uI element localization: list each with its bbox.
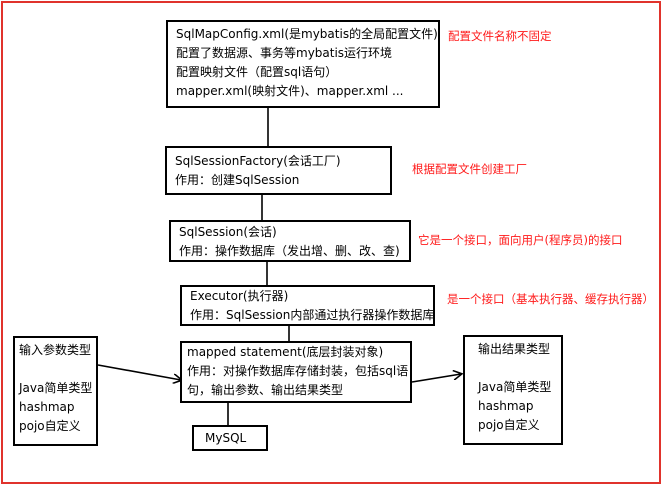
sqlmapconfig-box: SqlMapConfig.xml(是mybatis的全局配置文件) 配置了数据源… (166, 20, 440, 108)
factory-desc: 作用：创建SqlSession (175, 173, 300, 187)
output-type-hashmap: hashmap (478, 399, 534, 413)
executor-title: Executor(执行器) (190, 289, 289, 303)
mysql-box: MySQL (192, 425, 268, 451)
mapped-desc-1: 作用：对操作数据库存储封装，包括sql语 (187, 364, 409, 378)
outer-frame (1, 1, 661, 484)
mapped-title: mapped statement(底层封装对象) (187, 345, 384, 359)
session-desc: 作用：操作数据库（发出增、删、改、查) (179, 244, 400, 258)
note-factory: 根据配置文件创建工厂 (412, 162, 527, 176)
factory-title: SqlSessionFactory(会话工厂) (175, 154, 341, 168)
input-title: 输入参数类型 (19, 343, 92, 357)
output-blank (478, 359, 561, 378)
input-type-pojo: pojo自定义 (19, 419, 81, 433)
session-title: SqlSession(会话) (179, 225, 277, 239)
input-params-box: 输入参数类型 Java简单类型 hashmap pojo自定义 (13, 336, 98, 446)
note-config-name: 配置文件名称不固定 (448, 29, 552, 43)
mapped-statement-box: mapped statement(底层封装对象) 作用：对操作数据库存储封装，包… (180, 341, 412, 403)
note-session: 它是一个接口，面向用户(程序员)的接口 (418, 233, 623, 247)
executor-box: Executor(执行器) 作用：SqlSession内部通过执行器操作数据库 (180, 285, 435, 326)
config-line-2: 配置了数据源、事务等mybatis运行环境 (176, 46, 393, 60)
executor-desc: 作用：SqlSession内部通过执行器操作数据库 (190, 308, 435, 322)
config-line-1: SqlMapConfig.xml(是mybatis的全局配置文件) (176, 27, 438, 41)
note-executor: 是一个接口（基本执行器、缓存执行器） (447, 292, 654, 306)
input-arrow (97, 364, 181, 380)
input-type-java: Java简单类型 (19, 381, 93, 395)
mapped-desc-2: 句，输出参数、输出结果类型 (187, 383, 344, 397)
sqlsession-box: SqlSession(会话) 作用：操作数据库（发出增、删、改、查) (169, 220, 411, 262)
sqlsessionfactory-box: SqlSessionFactory(会话工厂) 作用：创建SqlSession (165, 146, 392, 195)
output-title: 输出结果类型 (478, 342, 551, 356)
output-type-java: Java简单类型 (478, 380, 552, 394)
output-arrow (411, 374, 461, 383)
mysql-label: MySQL (205, 431, 247, 445)
input-type-hashmap: hashmap (19, 400, 75, 414)
output-results-box: 输出结果类型 Java简单类型 hashmap pojo自定义 (463, 335, 563, 445)
input-blank (19, 360, 96, 379)
config-line-3: 配置映射文件（配置sql语句） (176, 65, 338, 79)
config-line-4: mapper.xml(映射文件)、mapper.xml ... (176, 84, 404, 98)
output-type-pojo: pojo自定义 (478, 418, 540, 432)
